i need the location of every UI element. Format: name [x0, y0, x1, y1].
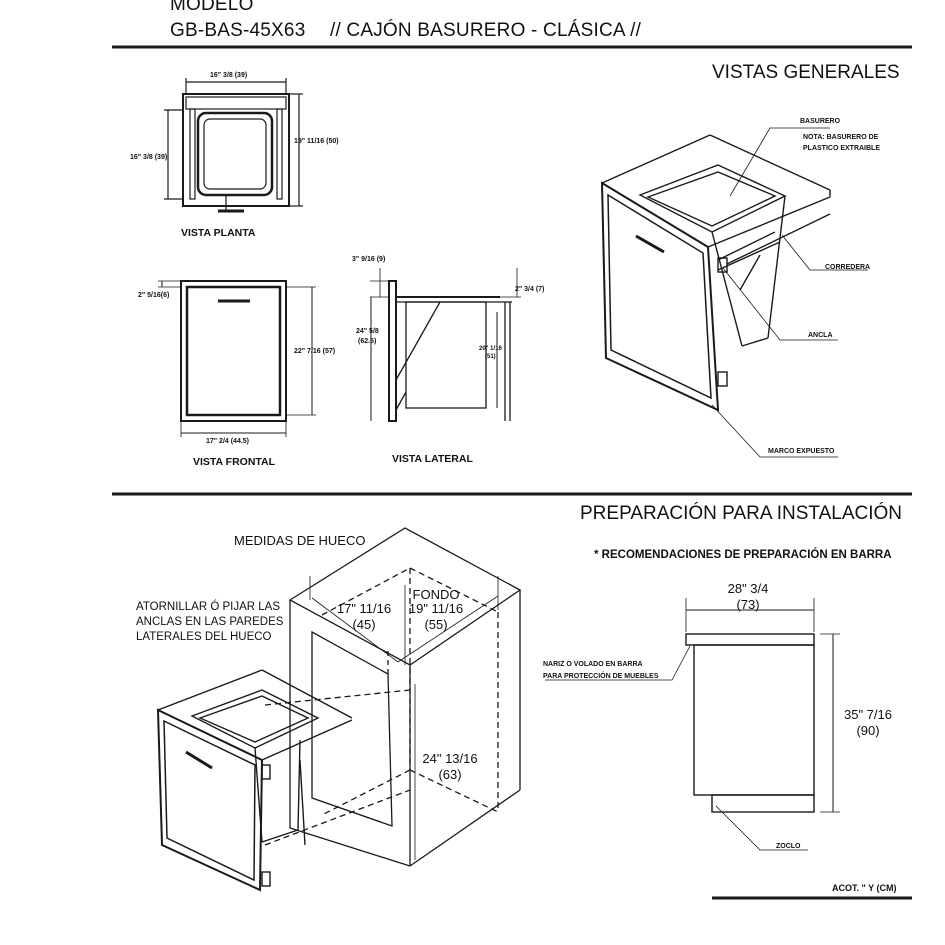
medidas-hueco-label: MEDIDAS DE HUECO [234, 533, 366, 548]
lateral-right-dim: 2" 3/4 (7) [515, 286, 545, 293]
vistas-generales-title: VISTAS GENERALES [712, 62, 900, 83]
frontal-height-dim: 22" 7/16 (57) [294, 348, 336, 355]
instalacion-title: PREPARACIÓN PARA INSTALACIÓN [580, 503, 903, 524]
vista-lateral-label: VISTA LATERAL [392, 453, 473, 465]
product-name: // CAJÓN BASURERO - CLÁSICA // [330, 20, 642, 41]
hueco-height-dim-2: (63) [438, 767, 462, 782]
barra-drawing [545, 598, 840, 851]
hueco-box-drawing [264, 527, 522, 867]
hueco-height-dim-1: 24" 13/16 [422, 751, 478, 766]
nota-callout-2: PLASTICO EXTRAIBLE [803, 145, 881, 152]
planta-side-dim: 16" 3/8 (39) [130, 154, 168, 161]
zoclo-label: ZOCLO [776, 843, 801, 850]
lateral-height-dim-1: 24" 5/8 [356, 328, 379, 335]
recomendaciones-label: * RECOMENDACIONES DE PREPARACIÓN EN BARR… [594, 549, 892, 561]
lateral-bin-dim-2: (51) [485, 354, 496, 360]
frontal-width-dim: 17" 2/4 (44.5) [206, 438, 250, 445]
fondo-dim-2: (55) [424, 617, 448, 632]
vista-planta-drawing [164, 78, 303, 213]
modelo-label: MODELO [170, 0, 254, 15]
drawer-isometric-drawing [156, 669, 353, 892]
barra-width-dim-1: 28" 3/4 [727, 581, 769, 596]
nota-callout-1: NOTA: BASURERO DE [803, 134, 879, 141]
acot-label: ACOT. " Y (CM) [832, 883, 897, 893]
instr-line-1: ATORNILLAR Ó PIJAR LAS [136, 601, 281, 613]
vista-lateral-drawing [370, 268, 521, 422]
barra-height-dim-2: (90) [856, 723, 880, 738]
planta-depth-dim: 19" 11/16 (50) [294, 138, 339, 145]
lateral-bin-dim-1: 20" 1/16 [479, 346, 502, 352]
planta-width-dim: 16" 3/8 (39) [210, 72, 248, 79]
model-code: GB-BAS-45X63 [170, 20, 306, 41]
corredera-callout: CORREDERA [825, 264, 871, 271]
vista-planta-label: VISTA PLANTA [181, 227, 256, 239]
nariz-line-1: NARIZ O VOLADO EN BARRA [543, 661, 643, 668]
lateral-height-dim-2: (62.5) [358, 338, 377, 345]
ancla-callout: ANCLA [808, 332, 833, 339]
frontal-top-dim: 2" 5/16(6) [138, 292, 170, 299]
barra-height-dim-1: 35" 7/16 [844, 707, 892, 722]
hueco-width-dim-2: (45) [352, 617, 376, 632]
isometric-drawer-drawing [600, 127, 868, 458]
instr-line-3: LATERALES DEL HUECO [136, 631, 272, 643]
hueco-width-dim-1: 17" 11/16 [336, 601, 392, 616]
vista-frontal-label: VISTA FRONTAL [193, 456, 276, 468]
instr-line-2: ANCLAS EN LAS PAREDES [136, 616, 284, 628]
vista-frontal-drawing [158, 280, 316, 437]
fondo-dim-1: 19" 11/16 [408, 601, 464, 616]
lateral-top-dim: 3" 9/16 (9) [352, 256, 386, 263]
barra-width-dim-2: (73) [736, 597, 760, 612]
fondo-label: FONDO [412, 587, 460, 602]
marco-callout: MARCO EXPUESTO [768, 448, 835, 455]
basurero-callout: BASURERO [800, 118, 841, 125]
nariz-line-2: PARA PROTECCIÓN DE MUEBLES [543, 673, 659, 680]
